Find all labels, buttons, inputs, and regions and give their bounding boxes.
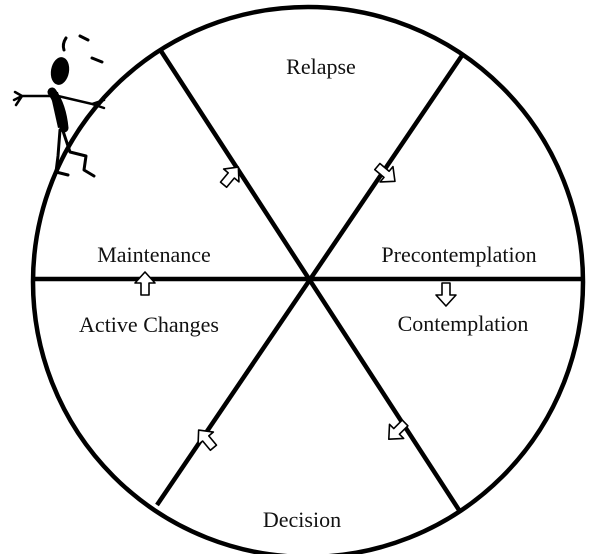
stage-label-active-changes: Active Changes xyxy=(79,312,219,337)
stage-label-maintenance: Maintenance xyxy=(97,242,211,267)
arrow-active-changes-to-maintenance xyxy=(135,272,155,295)
stage-label-precontemplation: Precontemplation xyxy=(381,242,536,267)
arrow-precontemplation-to-contemplation xyxy=(436,283,456,306)
arrow-icon xyxy=(436,283,456,306)
motion-lines-icon xyxy=(63,36,102,62)
stage-label-relapse: Relapse xyxy=(286,54,356,79)
stick-figure-icon xyxy=(14,36,104,176)
stage-label-decision: Decision xyxy=(263,507,341,532)
stage-label-contemplation: Contemplation xyxy=(398,311,529,336)
arrow-icon xyxy=(135,272,155,295)
